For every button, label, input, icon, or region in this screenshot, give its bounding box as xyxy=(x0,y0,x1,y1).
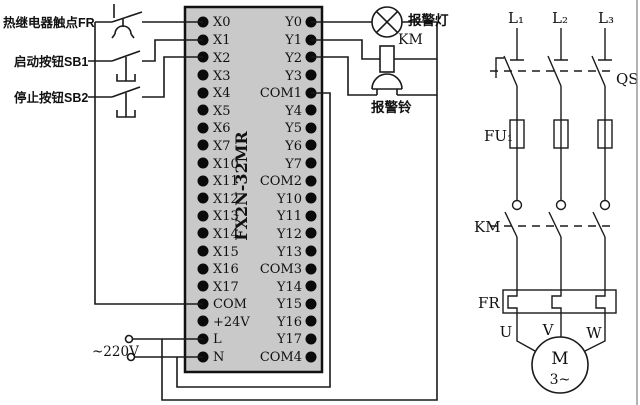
plc-body xyxy=(183,5,324,374)
thermal-relay-contact-label: 热继电器触点FR xyxy=(3,15,95,30)
motor-terminal-u-label: U xyxy=(500,323,513,341)
terminal-X12: X12 xyxy=(213,192,239,207)
terminal-COM3: COM3 xyxy=(260,262,302,277)
terminal-Y11: Y11 xyxy=(276,209,302,224)
plc-output-terminal-labels: Y0 Y1 Y2 Y3 COM1 Y4 Y5 Y6 Y7 COM2 Y10 Y1… xyxy=(260,15,302,365)
phase-droppers xyxy=(516,28,606,60)
plc-input-terminal-labels: X0 X1 X2 X3 X4 X5 X6 X7 X10 X11 X12 X13 … xyxy=(213,15,250,365)
phase-l1-label: L₁ xyxy=(508,9,524,27)
terminal-Y15: Y15 xyxy=(276,297,302,312)
terminal-X7: X7 xyxy=(213,139,231,154)
terminal-COM2: COM2 xyxy=(260,174,302,189)
fr-label: FR xyxy=(478,294,500,312)
com1-return-wire xyxy=(176,92,331,388)
terminal-COM: COM xyxy=(213,297,247,312)
terminal-X0: X0 xyxy=(213,15,231,30)
plc-block: FX2N-32MR X0 X1 X2 X3 X4 X5 X6 xyxy=(183,5,324,374)
terminal-X16: X16 xyxy=(213,262,239,277)
alarm-bell-label: 报警铃 xyxy=(371,99,412,115)
km-coil-label: KM xyxy=(398,32,423,48)
terminal-X10: X10 xyxy=(213,157,239,172)
terminal-X1: X1 xyxy=(213,33,231,48)
terminal-Y7: Y7 xyxy=(284,157,302,172)
km-coil-symbol xyxy=(311,39,437,73)
qs-label: QS xyxy=(616,70,639,88)
sb2-button-symbol xyxy=(88,56,203,118)
terminal-Y10: Y10 xyxy=(276,192,302,207)
input-common-wire xyxy=(94,22,203,305)
terminal-X13: X13 xyxy=(213,209,239,224)
terminal-24V: +24V xyxy=(213,315,250,330)
terminal-Y16: Y16 xyxy=(276,315,302,330)
km-main-contacts-symbol xyxy=(490,199,613,290)
motor-symbol xyxy=(516,313,606,394)
terminal-X2: X2 xyxy=(213,51,231,66)
terminal-Y17: Y17 xyxy=(276,332,302,347)
terminal-X4: X4 xyxy=(213,86,231,101)
sb1-button-symbol xyxy=(88,39,203,82)
alarm-lamp-label: 报警灯 xyxy=(408,12,449,28)
fuse-symbols xyxy=(509,119,613,149)
fu1-label: FU₁ xyxy=(484,127,513,145)
motor-phase-label: 3~ xyxy=(550,372,571,388)
ac-supply-label: ~220V xyxy=(92,344,139,360)
terminal-Y2: Y2 xyxy=(284,51,302,66)
terminal-Y4: Y4 xyxy=(284,104,302,119)
alarm-lamp-symbol xyxy=(311,6,437,38)
terminal-N: N xyxy=(213,350,224,365)
terminal-COM4: COM4 xyxy=(260,350,302,365)
terminal-Y3: Y3 xyxy=(284,69,302,84)
alarm-bell-symbol xyxy=(311,56,437,96)
km-contacts-label: KM xyxy=(474,218,501,236)
phase-l3-label: L₃ xyxy=(598,9,614,27)
terminal-X3: X3 xyxy=(213,69,231,84)
input-circuit xyxy=(88,4,203,362)
fr-thermal-relay-symbol xyxy=(502,289,617,314)
start-button-label: 启动按钮SB1 xyxy=(14,54,88,69)
plc-output-terminal-dots xyxy=(305,16,317,363)
terminal-X11: X11 xyxy=(213,174,239,189)
ac-supply-terminals xyxy=(124,334,203,362)
terminal-X15: X15 xyxy=(213,245,239,260)
terminal-COM1: COM1 xyxy=(260,86,302,101)
motor-terminal-v-label: V xyxy=(542,321,555,339)
terminal-Y5: Y5 xyxy=(284,121,302,136)
output-supply-bus xyxy=(161,22,438,401)
terminal-Y14: Y14 xyxy=(276,280,302,295)
terminal-X6: X6 xyxy=(213,121,231,136)
terminal-Y6: Y6 xyxy=(284,139,302,154)
motor-terminal-w-label: W xyxy=(586,324,602,342)
fr-contact-symbol xyxy=(95,4,203,39)
phase-mid-lines xyxy=(516,86,606,201)
qs-switch-symbol xyxy=(490,55,613,87)
terminal-Y0: Y0 xyxy=(284,15,302,30)
terminal-Y13: Y13 xyxy=(276,245,302,260)
terminal-Y12: Y12 xyxy=(276,227,302,242)
stop-button-label: 停止按钮SB2 xyxy=(14,90,88,105)
three-phase-circuit xyxy=(490,28,617,394)
terminal-X14: X14 xyxy=(213,227,239,242)
terminal-Y1: Y1 xyxy=(284,33,302,48)
output-circuit xyxy=(161,6,438,401)
motor-m-label: M xyxy=(551,349,568,369)
phase-l2-label: L₂ xyxy=(552,9,568,27)
plc-model-label: FX2N-32MR xyxy=(232,131,251,241)
terminal-X17: X17 xyxy=(213,280,239,295)
terminal-L: L xyxy=(213,332,222,347)
terminal-X5: X5 xyxy=(213,104,231,119)
